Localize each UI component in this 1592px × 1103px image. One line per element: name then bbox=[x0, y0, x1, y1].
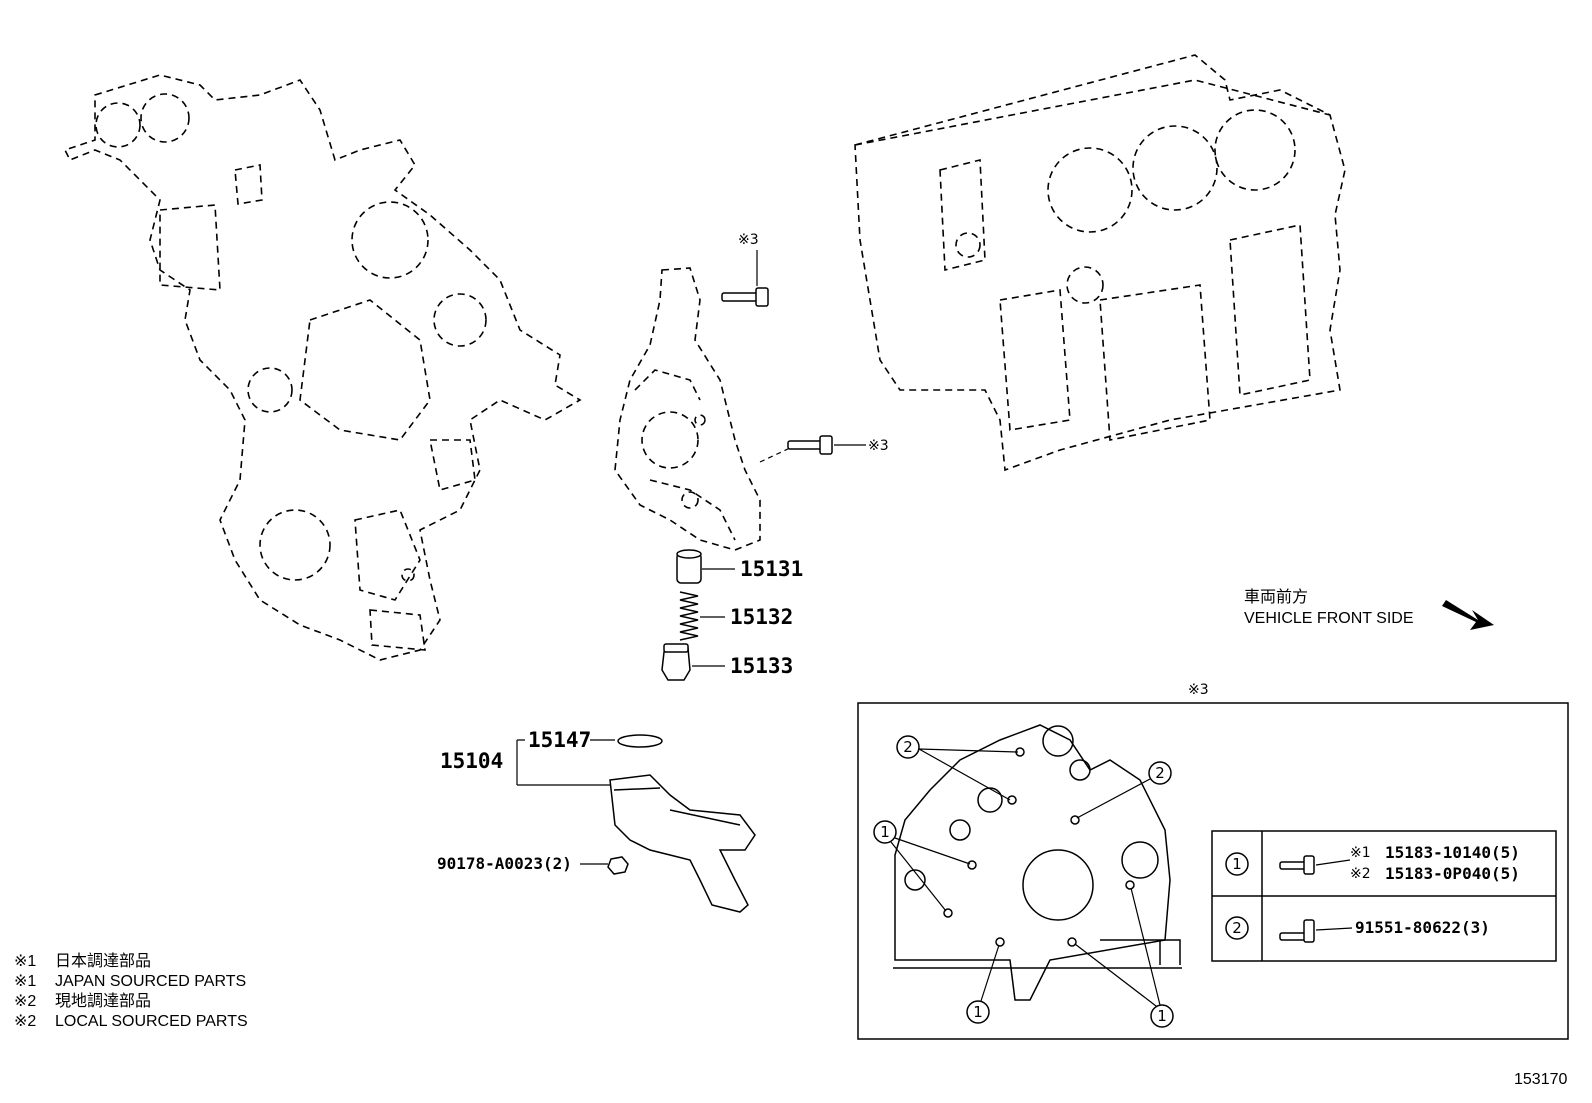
part-15132: 15132 bbox=[679, 591, 793, 641]
label-15147: 15147 bbox=[528, 728, 591, 752]
svg-text:2: 2 bbox=[1155, 764, 1165, 782]
direction-label-en: VEHICLE FRONT SIDE bbox=[1244, 610, 1414, 627]
svg-text:1: 1 bbox=[973, 1003, 983, 1021]
svg-text:2: 2 bbox=[903, 738, 913, 756]
label-15132: 15132 bbox=[730, 605, 793, 629]
bolt-side: ※3 bbox=[787, 435, 889, 455]
oil-pump-phantom bbox=[614, 267, 791, 551]
detail-box: ※3 2 2 1 bbox=[857, 682, 1569, 1040]
legend-mark-4: ※2 bbox=[14, 1013, 36, 1030]
svg-text:1: 1 bbox=[1157, 1007, 1167, 1025]
timing-cover-phantom bbox=[63, 74, 582, 661]
part-15131: 15131 bbox=[676, 549, 803, 584]
row1-mark-2: ※2 bbox=[1350, 866, 1371, 882]
label-15131: 15131 bbox=[740, 557, 803, 581]
legend-text-2: JAPAN SOURCED PARTS bbox=[55, 973, 246, 990]
vehicle-front-indicator: 車両前方 VEHICLE FRONT SIDE bbox=[1244, 588, 1494, 630]
front-arrow-icon bbox=[1442, 600, 1494, 630]
diagram-id: 153170 bbox=[1514, 1071, 1567, 1088]
legend-mark-3: ※2 bbox=[14, 993, 36, 1010]
legend-mark-1: ※1 bbox=[14, 953, 36, 970]
svg-text:1: 1 bbox=[880, 823, 890, 841]
callout-2b: 2 bbox=[1076, 761, 1172, 819]
cylinder-block-phantom bbox=[854, 54, 1346, 472]
label-90178: 90178-A0023(2) bbox=[437, 854, 572, 873]
part-15133: 15133 bbox=[661, 643, 793, 681]
detail-parts-table: 1 ※1 15183-10140(5) ※2 15183-0P040(5) 2 … bbox=[1211, 830, 1557, 962]
legend-text-1: 日本調達部品 bbox=[55, 952, 151, 970]
callout-1a: 1 bbox=[873, 820, 971, 912]
table-index-2: 2 bbox=[1232, 919, 1242, 937]
bolt-top: ※3 bbox=[721, 232, 769, 307]
legend-text-4: LOCAL SOURCED PARTS bbox=[55, 1013, 248, 1030]
mark-bolt-top: ※3 bbox=[738, 232, 759, 248]
row1-part-2: 15183-0P040(5) bbox=[1385, 864, 1520, 883]
label-15133: 15133 bbox=[730, 654, 793, 678]
row2-part: 91551-80622(3) bbox=[1355, 918, 1490, 937]
legend-mark-2: ※1 bbox=[14, 973, 36, 990]
label-15104: 15104 bbox=[440, 749, 503, 773]
row1-mark-1: ※1 bbox=[1350, 845, 1371, 861]
direction-label-jp: 車両前方 bbox=[1244, 588, 1308, 606]
sourcing-legend: ※1 日本調達部品 ※1 JAPAN SOURCED PARTS ※2 現地調達… bbox=[14, 952, 248, 1030]
part-15104-group: 15104 15147 90178-A0023(2) bbox=[437, 728, 756, 913]
callout-1b: 1 bbox=[966, 944, 1000, 1024]
mark-bolt-side: ※3 bbox=[868, 438, 889, 454]
callout-1c: 1 bbox=[1074, 887, 1174, 1028]
table-index-1: 1 bbox=[1232, 855, 1242, 873]
callout-2a: 2 bbox=[896, 735, 1019, 801]
detail-title: ※3 bbox=[1188, 682, 1209, 698]
row1-part-1: 15183-10140(5) bbox=[1385, 843, 1520, 862]
legend-text-3: 現地調達部品 bbox=[55, 992, 151, 1010]
